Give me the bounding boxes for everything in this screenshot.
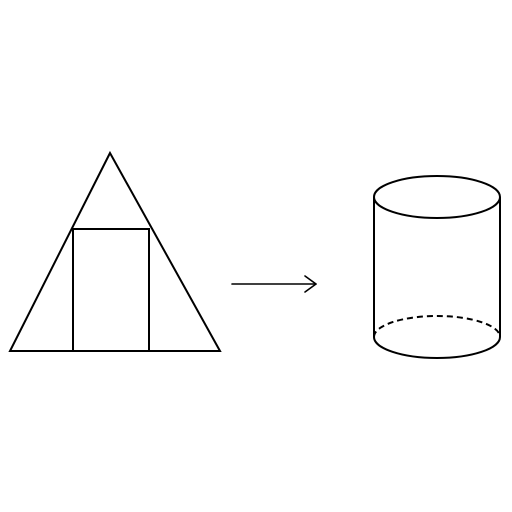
arrow-head (304, 275, 317, 293)
inscribed-rectangle (72, 228, 150, 352)
cylinder-figure (373, 175, 501, 359)
triangle (8, 150, 222, 352)
triangle-figure (8, 150, 222, 352)
cylinder-bottom-back-arc-dashed (373, 315, 501, 338)
cylinder-bottom-front-arc (373, 336, 501, 359)
cylinder-top-ellipse (373, 175, 501, 219)
right-arrow-icon (231, 275, 317, 293)
